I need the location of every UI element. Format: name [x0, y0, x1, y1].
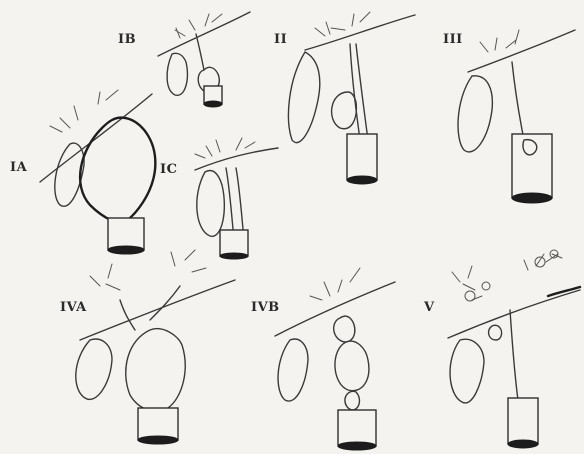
panel-iva-drawing: [76, 250, 235, 444]
panel-iii-drawing: [458, 30, 575, 203]
panel-ii-drawing: [288, 12, 415, 184]
panel-ic-drawing: [195, 138, 278, 259]
panel-ib-drawing: [158, 12, 250, 107]
panel-ia-drawing: [40, 90, 155, 254]
panel-v-drawing: [448, 250, 580, 448]
panel-ivb-drawing: [275, 268, 395, 450]
